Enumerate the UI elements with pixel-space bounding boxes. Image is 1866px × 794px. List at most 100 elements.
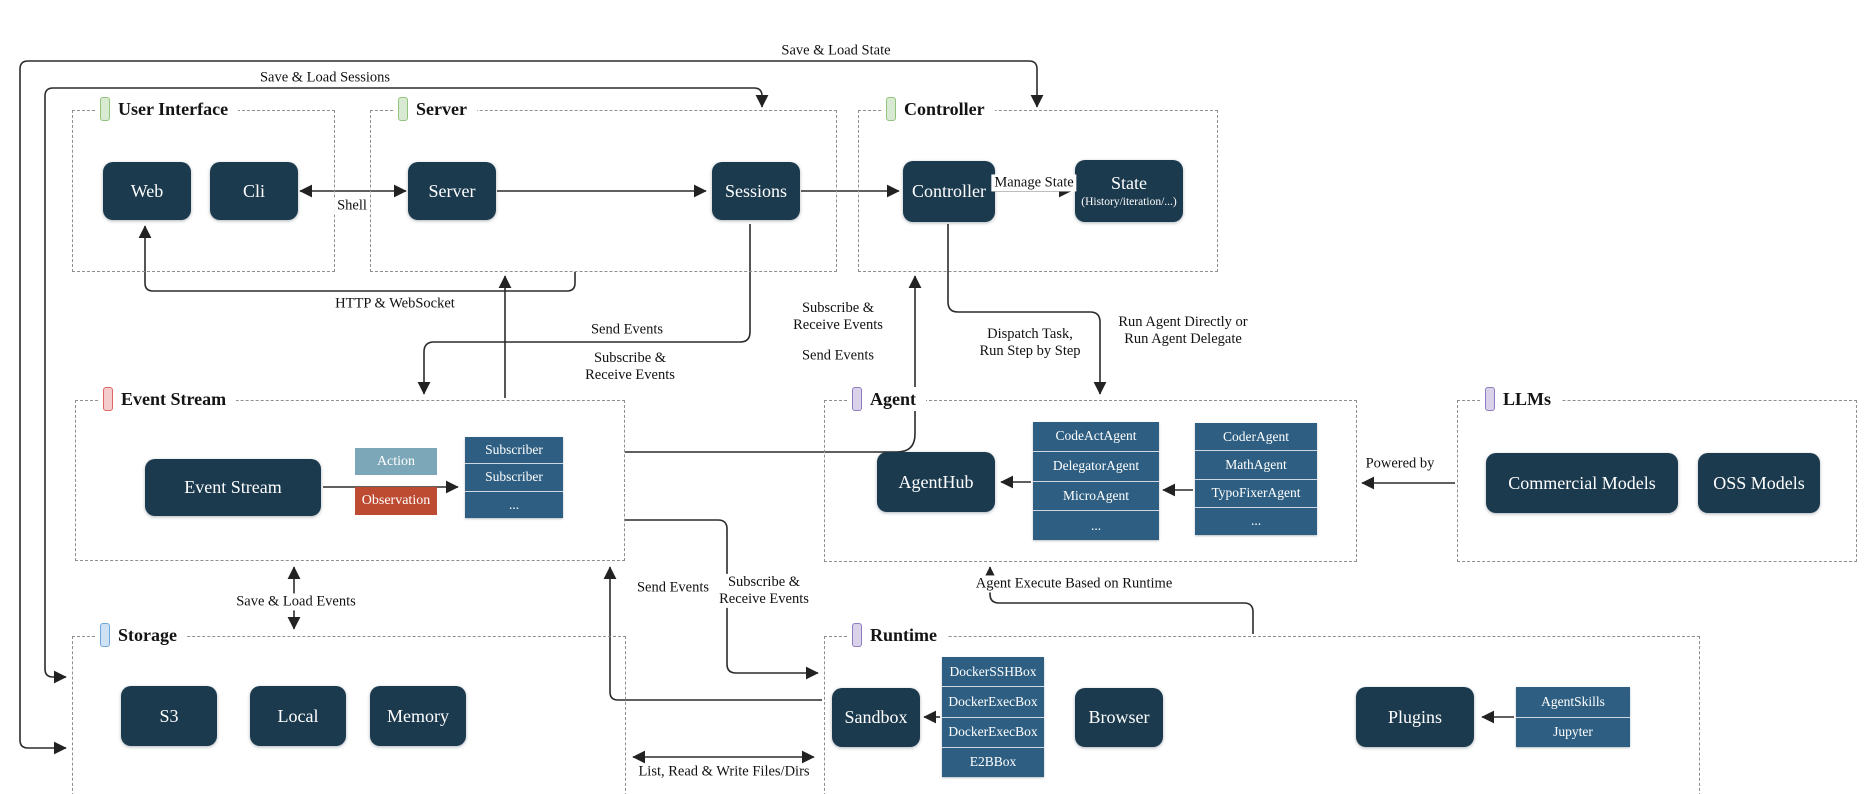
plugins-label: Plugins <box>1387 706 1443 727</box>
group-server-title: Server <box>416 98 467 119</box>
sandbox-row-e2b: E2BBox <box>942 747 1044 777</box>
edge-send-events-runtime <box>603 566 822 701</box>
controller-label: Controller <box>912 181 986 201</box>
label-send-events-runtime: Send Events <box>633 579 713 597</box>
edge-send-events-sessions <box>417 224 751 395</box>
subscriber-row: Subscriber <box>465 464 563 492</box>
sandbox-label: Sandbox <box>844 707 908 727</box>
label-subscribe-receive-sessions: Subscribe & Receive Events <box>582 349 678 385</box>
commercial-models-box: Commercial Models <box>1486 453 1678 513</box>
storage-accent-icon <box>100 623 110 647</box>
plugin-row-jupyter: Jupyter <box>1516 717 1630 747</box>
local-box: Local <box>250 686 346 746</box>
microagent-row-coder: CoderAgent <box>1195 423 1317 452</box>
group-event-stream: Event Stream <box>75 387 625 561</box>
agent-row-delegator: DelegatorAgent <box>1033 451 1159 482</box>
group-runtime-title: Runtime <box>870 624 937 645</box>
group-controller: Controller <box>858 97 1218 272</box>
oss-models-box: OSS Models <box>1698 453 1820 513</box>
label-dispatch-task: Dispatch Task, Run Step by Step <box>976 325 1084 361</box>
sessions-box: Sessions <box>712 162 800 220</box>
agent-row-codeact: CodeActAgent <box>1033 422 1159 452</box>
group-event-stream-header: Event Stream <box>98 387 237 411</box>
browser-label: Browser <box>1088 707 1150 727</box>
group-llms-header: LLMs <box>1480 387 1562 411</box>
microagent-row-ellipsis: ... <box>1195 507 1317 535</box>
local-label: Local <box>277 705 319 726</box>
controller-accent-icon <box>886 97 896 121</box>
group-agent: Agent <box>824 387 1357 562</box>
edge-eventstream-controller <box>625 275 922 453</box>
memory-box: Memory <box>370 686 466 746</box>
event-stream-accent-icon <box>103 387 113 411</box>
agent-row-micro: MicroAgent <box>1033 481 1159 512</box>
group-event-stream-title: Event Stream <box>121 388 227 409</box>
llms-accent-icon <box>1485 387 1495 411</box>
action-label: Action <box>376 453 416 469</box>
plugins-box: Plugins <box>1356 687 1474 747</box>
sessions-label: Sessions <box>724 180 787 201</box>
s3-label: S3 <box>159 705 179 726</box>
server-label: Server <box>428 180 476 201</box>
edge-agent-execute <box>983 566 1254 634</box>
group-agent-title: Agent <box>870 388 916 409</box>
observation-tag: Observation <box>355 487 437 515</box>
group-agent-header: Agent <box>847 387 926 411</box>
memory-label: Memory <box>387 705 449 726</box>
state-box: State (History/iteration/...) <box>1075 160 1183 222</box>
label-subscribe-receive-runtime: Subscribe & Receive Events <box>716 573 812 609</box>
subscriber-row: Subscriber <box>465 437 563 465</box>
microagent-row-typofixer: TypoFixerAgent <box>1195 479 1317 508</box>
edge-save-load-sessions <box>44 87 769 684</box>
sandbox-row-dockerssh: DockerSSHBox <box>942 657 1044 688</box>
group-runtime: Runtime <box>824 623 1700 794</box>
subscriber-row-ellipsis: ... <box>465 491 563 518</box>
edge-save-load-state <box>19 60 1044 755</box>
server-accent-icon <box>398 97 408 121</box>
web-box: Web <box>103 162 191 220</box>
group-llms: LLMs <box>1457 387 1857 562</box>
label-http-websocket: HTTP & WebSocket <box>332 295 458 313</box>
state-sublabel: (History/iteration/...) <box>1081 196 1177 209</box>
group-storage: Storage <box>72 623 626 794</box>
user-interface-accent-icon <box>100 97 110 121</box>
label-list-read-write: List, Read & Write Files/Dirs <box>635 763 813 781</box>
group-controller-header: Controller <box>881 97 995 121</box>
group-storage-title: Storage <box>118 624 177 645</box>
group-user-interface-header: User Interface <box>95 97 239 121</box>
runtime-accent-icon <box>852 623 862 647</box>
action-tag: Action <box>355 448 437 475</box>
label-send-events-controller: Send Events <box>798 347 878 365</box>
label-save-load-events: Save & Load Events <box>233 593 359 611</box>
group-storage-header: Storage <box>95 623 187 647</box>
group-user-interface-title: User Interface <box>118 98 229 119</box>
label-agent-execute: Agent Execute Based on Runtime <box>972 575 1176 593</box>
web-label: Web <box>130 180 164 201</box>
group-runtime-header: Runtime <box>847 623 947 647</box>
plugin-row-agentskills: AgentSkills <box>1516 687 1630 718</box>
label-manage-state: Manage State <box>991 174 1077 192</box>
agent-accent-icon <box>852 387 862 411</box>
state-label: State <box>1111 173 1147 194</box>
server-box: Server <box>408 162 496 220</box>
agenthub-box: AgentHub <box>877 452 995 512</box>
plugin-stack: AgentSkills Jupyter <box>1516 687 1630 747</box>
event-stream-box: Event Stream <box>145 459 321 516</box>
group-user-interface: User Interface <box>72 97 335 272</box>
cli-box: Cli <box>210 162 298 220</box>
sandbox-box: Sandbox <box>832 688 920 747</box>
label-shell: Shell <box>334 197 370 215</box>
label-subscribe-receive-controller: Subscribe & Receive Events <box>790 299 886 335</box>
label-powered-by: Powered by <box>1362 455 1438 473</box>
sandbox-row-dockerexec2: DockerExecBox <box>942 717 1044 748</box>
sandbox-stack: DockerSSHBox DockerExecBox DockerExecBox… <box>942 657 1044 777</box>
subscriber-stack: Subscriber Subscriber ... <box>465 437 563 518</box>
group-llms-title: LLMs <box>1503 388 1552 409</box>
label-run-agent: Run Agent Directly or Run Agent Delegate <box>1115 313 1251 349</box>
controller-box: Controller <box>903 161 995 222</box>
agent-row-ellipsis: ... <box>1033 511 1159 540</box>
observation-label: Observation <box>361 493 431 508</box>
sandbox-row-dockerexec: DockerExecBox <box>942 687 1044 718</box>
label-save-load-state: Save & Load State <box>778 42 894 60</box>
